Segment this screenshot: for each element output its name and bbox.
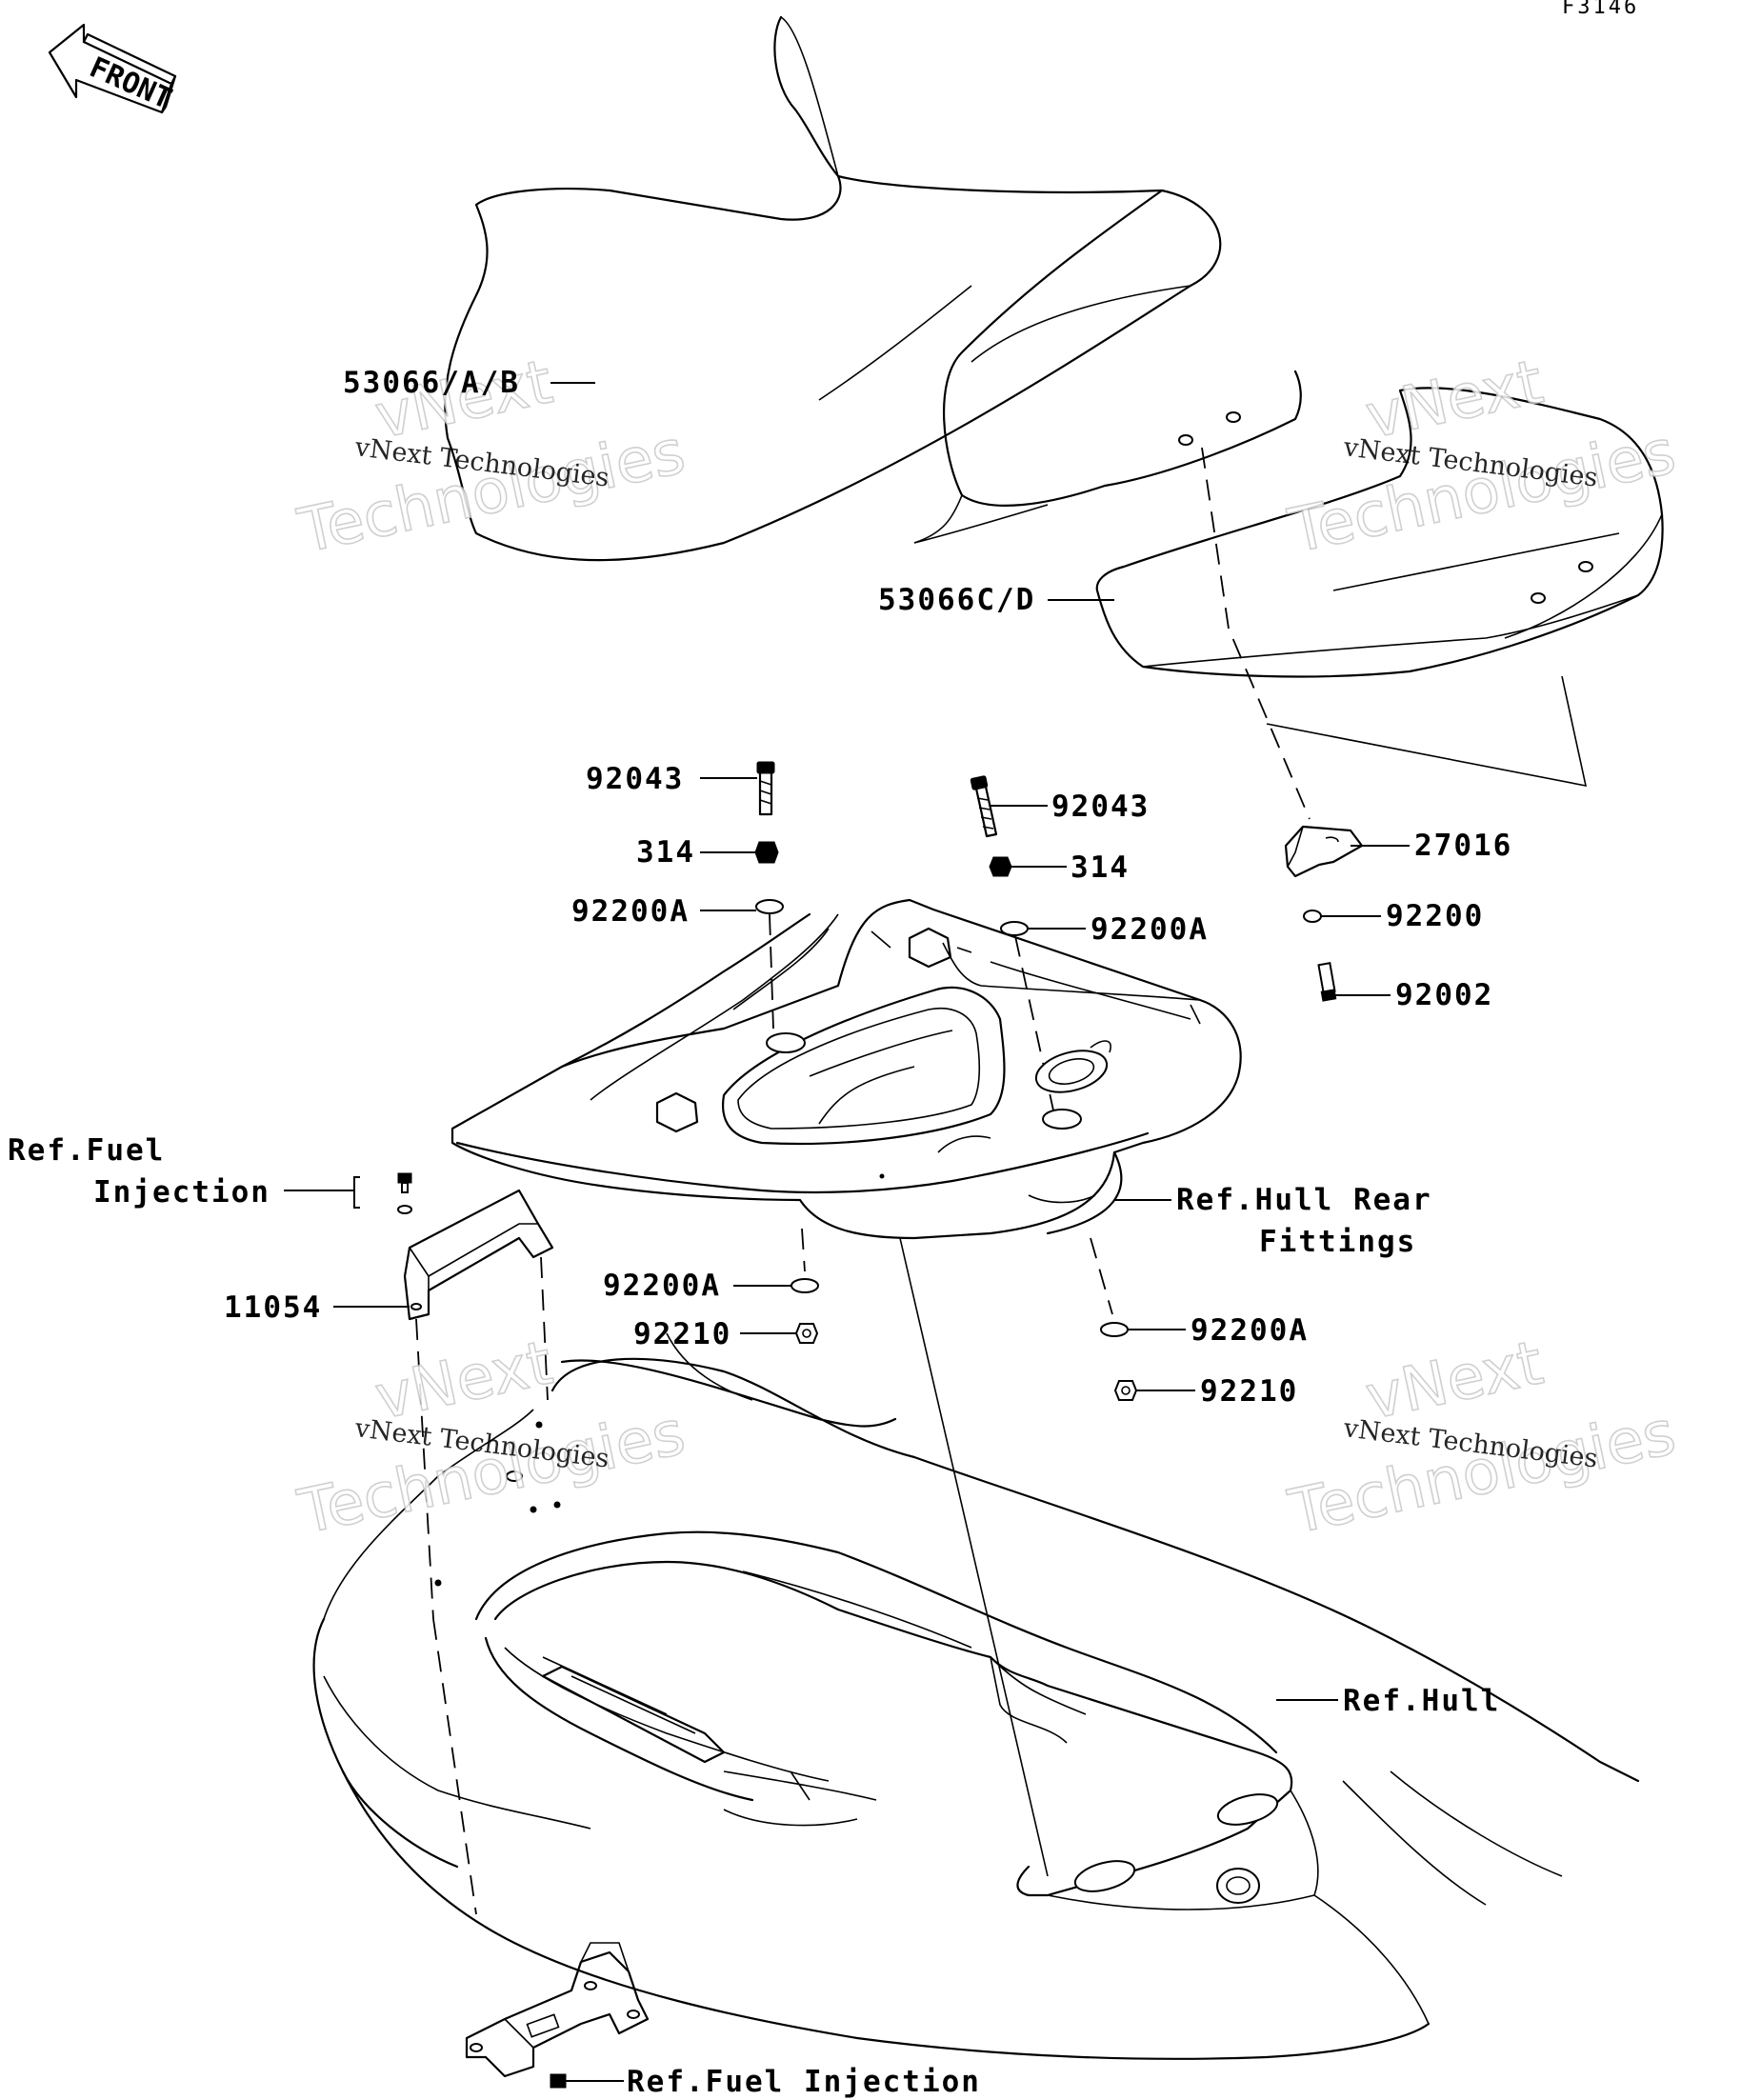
callout-27016: 27016 [1414, 829, 1512, 863]
callout-314-right: 314 [1071, 850, 1130, 885]
callout-ref-fuel-2: Injection [93, 1175, 270, 1210]
front-arrow-icon: FRONT [48, 23, 177, 116]
bracket-27016 [1284, 825, 1364, 878]
callout-53066c-d: 53066C/D [878, 583, 1035, 617]
hull [312, 1332, 1640, 2060]
watermark-bottom-right: vNext Technologies vNext Technologies [1282, 1328, 1682, 1550]
callout-92210-lower-left: 92210 [633, 1317, 731, 1351]
diagram-code: F3146 [1562, 0, 1639, 19]
callout-314-left: 314 [636, 835, 695, 870]
nut-92210-lower-right [1113, 1380, 1138, 1401]
callout-11054: 11054 [224, 1290, 322, 1325]
ref-fuel-bolt [397, 1172, 412, 1193]
callout-92200a-lower-left: 92200A [603, 1269, 721, 1303]
callout-92002: 92002 [1395, 978, 1493, 1012]
callout-ref-fuel-injection-bottom: Ref.Fuel Injection [627, 2065, 981, 2099]
hull-rear-fittings [450, 898, 1242, 1240]
bracket-11054 [403, 1189, 554, 1321]
callout-92200a-lower-right: 92200A [1191, 1313, 1309, 1348]
front-label: FRONT [85, 50, 177, 116]
nut-92210-lower-left [794, 1323, 819, 1344]
callout-ref-fuel-1: Ref.Fuel [8, 1133, 165, 1168]
callout-92210-lower-right: 92210 [1200, 1374, 1298, 1409]
svg-text:Technologies: Technologies [1283, 1398, 1682, 1549]
svg-text:Technologies: Technologies [1283, 417, 1682, 568]
bolt-92002 [1317, 962, 1337, 1002]
watermark-top-right: vNext Technologies vNext Technologies [1282, 347, 1682, 569]
callout-92200a-left: 92200A [571, 894, 690, 929]
svg-text:Technologies: Technologies [292, 417, 691, 568]
callout-92200: 92200 [1386, 899, 1484, 933]
washer-92200 [1303, 910, 1322, 923]
callout-53066-a-b: 53066/A/B [343, 366, 520, 400]
callout-ref-hull-rear-1: Ref.Hull Rear [1176, 1183, 1432, 1217]
seat-rear [1095, 387, 1664, 788]
bolt-92043-left [756, 761, 775, 816]
svg-text:Technologies: Technologies [292, 1398, 691, 1549]
nut-314-left [754, 841, 779, 864]
callout-92043-left: 92043 [586, 762, 684, 796]
seat-front [444, 15, 1302, 562]
washer-92200A-lower-left [790, 1278, 819, 1293]
bolt-92043-right [970, 775, 998, 838]
washer-92200A-left [755, 899, 784, 914]
callout-ref-hull: Ref.Hull [1343, 1684, 1500, 1718]
washer-92200A-lower-right [1100, 1322, 1129, 1337]
nut-314-right [989, 856, 1012, 877]
callout-92200a-right: 92200A [1091, 912, 1209, 947]
ref-fuel-washer [397, 1205, 412, 1214]
watermark-bottom-left: vNext Technologies vNext Technologies [291, 1328, 691, 1550]
callout-ref-hull-rear-2: Fittings [1259, 1225, 1416, 1259]
callout-92043-right: 92043 [1051, 790, 1150, 824]
fuel-injection-bracket [465, 1942, 650, 2089]
